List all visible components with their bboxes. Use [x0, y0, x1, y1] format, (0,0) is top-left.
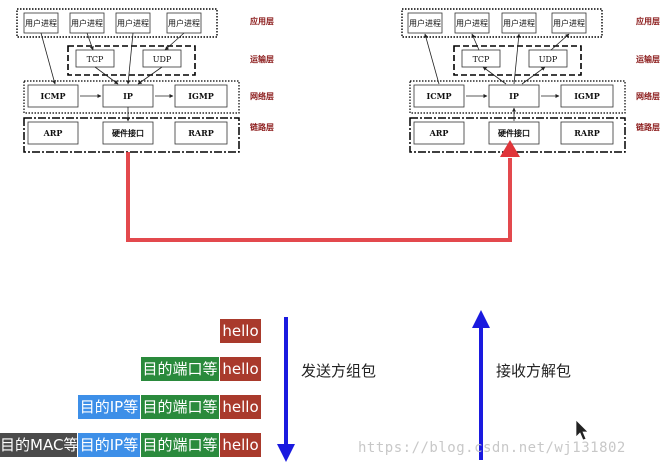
packet-row4-mac: 目的MAC等 [0, 433, 77, 457]
packet-row3-ip: 目的IP等 [78, 395, 140, 419]
left-hw: 硬件接口 [112, 128, 144, 138]
right-icmp: ICMP [427, 91, 452, 101]
right-user-process-3: 用户进程 [503, 18, 535, 28]
left-user-process-1: 用户进程 [25, 18, 57, 28]
packet-row4-hello: hello [220, 433, 261, 457]
right-user-process-1: 用户进程 [409, 18, 441, 28]
right-hw: 硬件接口 [498, 128, 530, 138]
left-layer-link: 链路层 [250, 122, 274, 132]
right-arp: ARP [429, 128, 449, 138]
left-user-process-2: 用户进程 [71, 18, 103, 28]
send-arrowhead [277, 444, 295, 462]
left-rarp: RARP [188, 128, 214, 138]
right-layer-transport: 运输层 [636, 54, 660, 64]
left-stack: 用户进程 用户进程 用户进程 用户进程 TCP UDP ICMP IP IGMP [16, 8, 274, 153]
packet-row2-port: 目的端口等 [141, 357, 219, 381]
receiver-label: 接收方解包 [496, 362, 572, 380]
packet-row4-port: 目的端口等 [141, 433, 219, 457]
right-igmp: IGMP [574, 91, 599, 101]
left-tcp: TCP [87, 55, 104, 64]
receive-arrowhead [472, 310, 490, 328]
right-layer-network: 网络层 [636, 91, 660, 101]
transmission-path [126, 140, 520, 242]
left-app-frame [16, 8, 218, 38]
right-app-frame [401, 8, 603, 38]
sender-label: 发送方组包 [301, 362, 377, 380]
left-udp: UDP [153, 55, 172, 64]
left-link-frame [23, 117, 240, 153]
left-icmp: ICMP [41, 91, 66, 101]
right-user-process-4: 用户进程 [553, 18, 585, 28]
left-layer-network: 网络层 [250, 91, 274, 101]
packet-row1-hello: hello [220, 319, 261, 343]
left-user-process-4: 用户进程 [168, 18, 200, 28]
left-layer-app: 应用层 [250, 16, 274, 26]
right-udp: UDP [539, 55, 558, 64]
right-tcp: TCP [473, 55, 490, 64]
right-layer-link: 链路层 [636, 122, 660, 132]
left-ip: IP [123, 91, 133, 101]
packet-row3-port: 目的端口等 [141, 395, 219, 419]
left-arp: ARP [43, 128, 63, 138]
left-layer-transport: 运输层 [250, 54, 274, 64]
right-layer-app: 应用层 [636, 16, 660, 26]
right-network-frame [409, 80, 626, 114]
right-ip: IP [509, 91, 519, 101]
send-arrow [277, 317, 295, 462]
left-network-frame [23, 80, 240, 114]
left-user-process-3: 用户进程 [117, 18, 149, 28]
mouse-cursor-icon [575, 419, 589, 441]
packet-row4-ip: 目的IP等 [78, 433, 140, 457]
packet-row3-hello: hello [220, 395, 261, 419]
right-rarp: RARP [574, 128, 600, 138]
packet-row2-hello: hello [220, 357, 261, 381]
watermark: https://blog.csdn.net/wj131802 [358, 440, 626, 456]
transmission-arrowhead [500, 140, 520, 157]
left-igmp: IGMP [188, 91, 213, 101]
receive-arrow [472, 310, 490, 460]
right-link-frame [409, 117, 626, 153]
right-user-process-2: 用户进程 [456, 18, 488, 28]
right-stack: 用户进程 用户进程 用户进程 用户进程 TCP UDP ICMP IP IGMP [401, 8, 660, 153]
